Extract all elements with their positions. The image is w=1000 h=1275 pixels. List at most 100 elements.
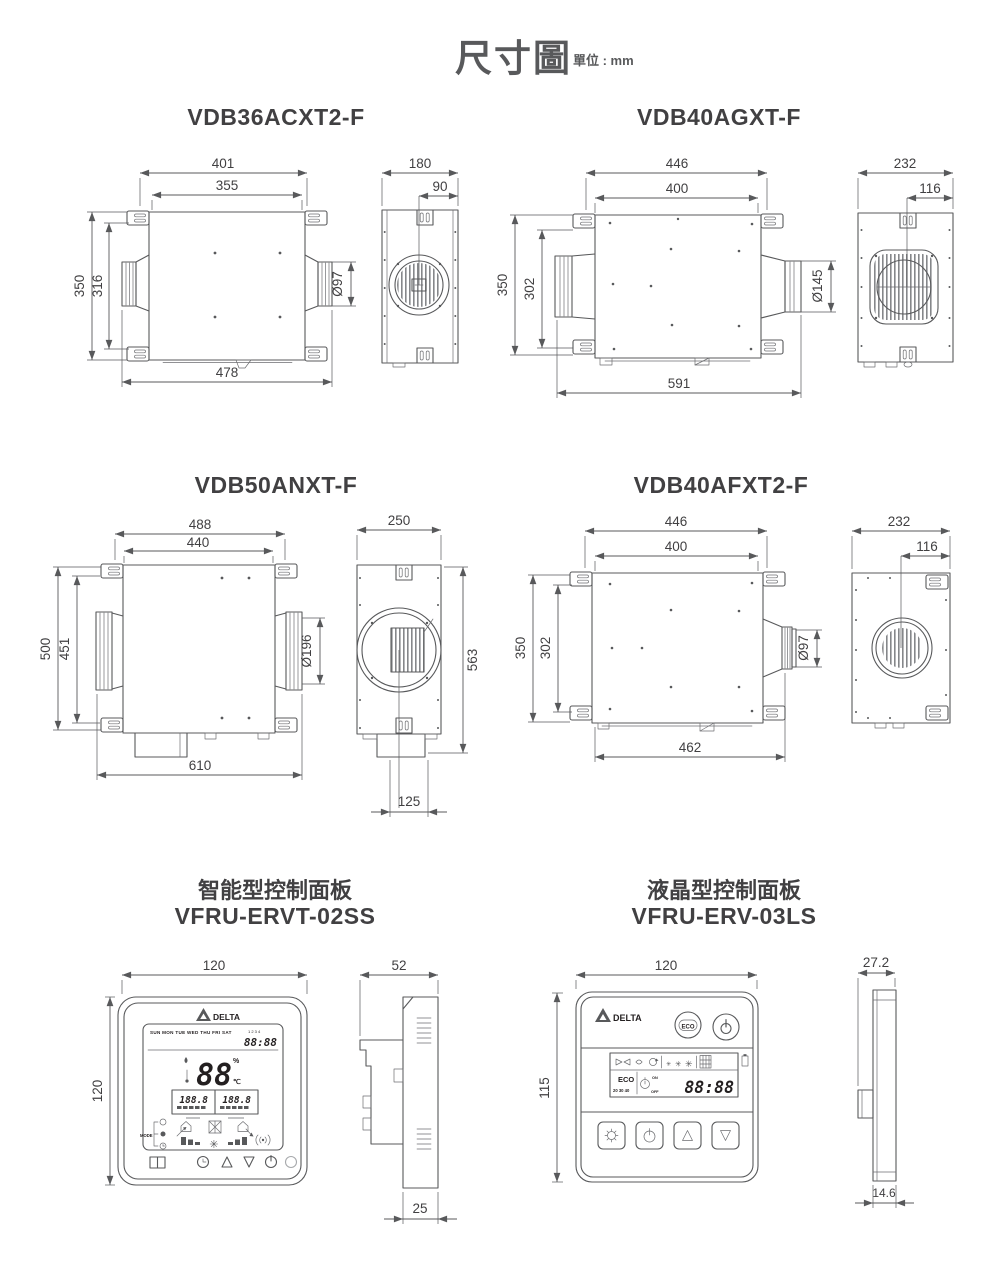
dim-vdb36-side-center: 90 <box>432 179 447 194</box>
heat-exchange-core-icon <box>208 1120 222 1134</box>
smart-panel-front: DELTA SUN MON TUE WED THU FRI SAT 1 2 3 … <box>117 996 308 1186</box>
dim-vdb40af-left-outer: 350 <box>513 637 528 660</box>
dim-vdb50-duct: Ø196 <box>299 634 314 667</box>
supply-air-icon <box>176 1121 192 1137</box>
schedule-button[interactable] <box>149 1156 166 1169</box>
vdb40ag-dimensions: 446 400 350 302 591 Ø145 <box>495 156 836 398</box>
fan-button-icon <box>604 1128 619 1143</box>
dim-vdb36-side-depth: 180 <box>409 156 432 171</box>
dim-vdb40af-left-inner: 302 <box>538 637 553 660</box>
timer-icon <box>640 1077 650 1089</box>
vdb40af-dimensions: 446 400 350 302 462 Ø97 <box>513 514 822 762</box>
product-title-vdb40afxt2f: VDB40AFXT2-F <box>633 472 809 498</box>
clock-button[interactable] <box>196 1155 210 1169</box>
smart-panel-side: 52 25 <box>359 958 457 1224</box>
fan-button[interactable] <box>597 1121 626 1150</box>
power-button[interactable] <box>264 1154 278 1169</box>
dim-smart-height: 120 <box>90 1080 105 1103</box>
fan-mid-icon: ✳ <box>675 1060 681 1069</box>
filter-icon <box>699 1055 712 1069</box>
lcd-sub-left: 188.8 <box>179 1095 208 1106</box>
lcd-mini-digits: 1 2 3 4 <box>248 1029 261 1034</box>
dim-vdb40af-top-inner: 400 <box>665 539 688 554</box>
dim-vdb36-top-inner: 355 <box>216 178 239 193</box>
product-title-vdb40agxtf: VDB40AGXT-F <box>637 104 801 130</box>
lcd-main-value: 88 <box>196 1058 232 1093</box>
smart-panel-dimensions: 120 120 <box>90 958 308 1186</box>
dim-vdb36-bottom: 478 <box>216 365 239 380</box>
power-button[interactable] <box>712 1013 740 1041</box>
dim-vdb36-left-inner: 316 <box>90 275 105 298</box>
dim-vdb40ag-left-inner: 302 <box>522 278 537 301</box>
dim-vdb40ag-side-center: 116 <box>919 181 941 196</box>
vdb36-side-view: 180 90 <box>381 156 459 368</box>
down-button[interactable] <box>243 1156 255 1168</box>
lcd-clock: 88:88 <box>244 1036 277 1049</box>
lcd-display <box>609 1052 739 1098</box>
dim-lcd-depth: 27.2 <box>863 955 889 970</box>
mode-label: MODE <box>140 1133 153 1138</box>
drawing-vdb36acxt2f: 401 355 350 316 478 Ø97 <box>72 156 459 387</box>
dim-vdb50-top-outer: 488 <box>189 517 212 532</box>
dim-smart-body: 25 <box>412 1201 427 1216</box>
button-row <box>597 1121 740 1150</box>
product-title-vdb36acxt2f: VDB36ACXT2-F <box>187 104 365 130</box>
vent-slots-bottom <box>416 1128 432 1150</box>
fan-low-icon: ✳ <box>666 1061 671 1068</box>
battery-icon <box>741 1054 749 1067</box>
dim-vdb40af-bottom: 462 <box>679 740 702 755</box>
dim-vdb40ag-top-inner: 400 <box>666 181 689 196</box>
dim-vdb40af-duct: Ø97 <box>796 635 811 661</box>
up-button[interactable] <box>673 1121 702 1150</box>
vent-slots-top <box>416 1017 432 1044</box>
up-button[interactable] <box>221 1156 233 1168</box>
vdb50-dimensions: 488 440 500 451 610 Ø196 <box>38 517 325 780</box>
dim-vdb40ag-duct: Ø145 <box>810 269 825 302</box>
unit-label: 單位 : mm <box>573 53 634 68</box>
drawing-vdb40afxt2f: 446 400 350 302 462 Ø97 <box>513 514 951 762</box>
dim-vdb40ag-bottom: 591 <box>668 376 691 391</box>
dim-smart-width: 120 <box>203 958 226 973</box>
dim-vdb40ag-top-outer: 446 <box>666 156 689 171</box>
vdb36-dimensions: 401 355 350 316 478 Ø97 <box>72 156 356 387</box>
dim-vdb40ag-left-outer: 350 <box>495 274 510 297</box>
eco-button-label: ECO <box>681 1025 694 1031</box>
panel-title-smart: 智能型控制面板 <box>197 878 352 903</box>
panel-model-smart: VFRU-ERVT-02SS <box>174 903 376 929</box>
down-button-icon <box>720 1130 731 1141</box>
up-button-icon <box>682 1130 693 1141</box>
eco-button[interactable]: ECO <box>674 1011 702 1039</box>
lcd-display <box>142 1023 284 1151</box>
lcd-eco-scale: 20 30 40 <box>613 1088 630 1093</box>
fan-high-icon: ✳ <box>685 1059 693 1069</box>
dim-lcd-body: 14.6 <box>872 1186 896 1200</box>
dim-vdb50-side-depth: 250 <box>388 513 411 528</box>
lcd-panel-front: DELTA ECO ✳ ✳ ✳ <box>575 991 759 1183</box>
dim-lcd-height: 115 <box>537 1077 552 1099</box>
delta-logo: DELTA <box>595 1008 642 1023</box>
drawing-vfru-erv-03ls: DELTA ECO ✳ ✳ ✳ <box>537 955 914 1208</box>
vdb50-top-view <box>95 563 303 758</box>
dim-vdb40af-top-outer: 446 <box>665 514 688 529</box>
indicator-circle <box>284 1155 298 1169</box>
dim-vdb36-left-outer: 350 <box>72 275 87 298</box>
brand-text: DELTA <box>213 1012 240 1022</box>
vdb40ag-top-view <box>554 213 802 366</box>
down-button[interactable] <box>711 1121 740 1150</box>
mount-module <box>359 1039 404 1145</box>
lcd-icon-row: ✳ ✳ ✳ <box>615 1055 712 1069</box>
timer-power-button-icon <box>643 1128 656 1143</box>
humidity-drop-icon <box>184 1057 188 1064</box>
fan-icon: ✳ <box>209 1139 218 1151</box>
dim-vdb40ag-side-depth: 232 <box>894 156 917 171</box>
product-title-vdb50anxtf: VDB50ANXT-F <box>194 472 358 498</box>
dim-vdb50-side-height: 563 <box>465 649 480 672</box>
button-row <box>149 1154 298 1169</box>
dim-vdb36-duct: Ø97 <box>330 271 345 297</box>
timer-power-button[interactable] <box>635 1121 664 1150</box>
dim-vdb36-top-outer: 401 <box>212 156 235 171</box>
lcd-panel-side: 27.2 14.6 <box>855 955 914 1208</box>
panel-title-lcd: 液晶型控制面板 <box>646 878 801 903</box>
lcd-panel-dimensions: 120 115 <box>537 958 758 1183</box>
